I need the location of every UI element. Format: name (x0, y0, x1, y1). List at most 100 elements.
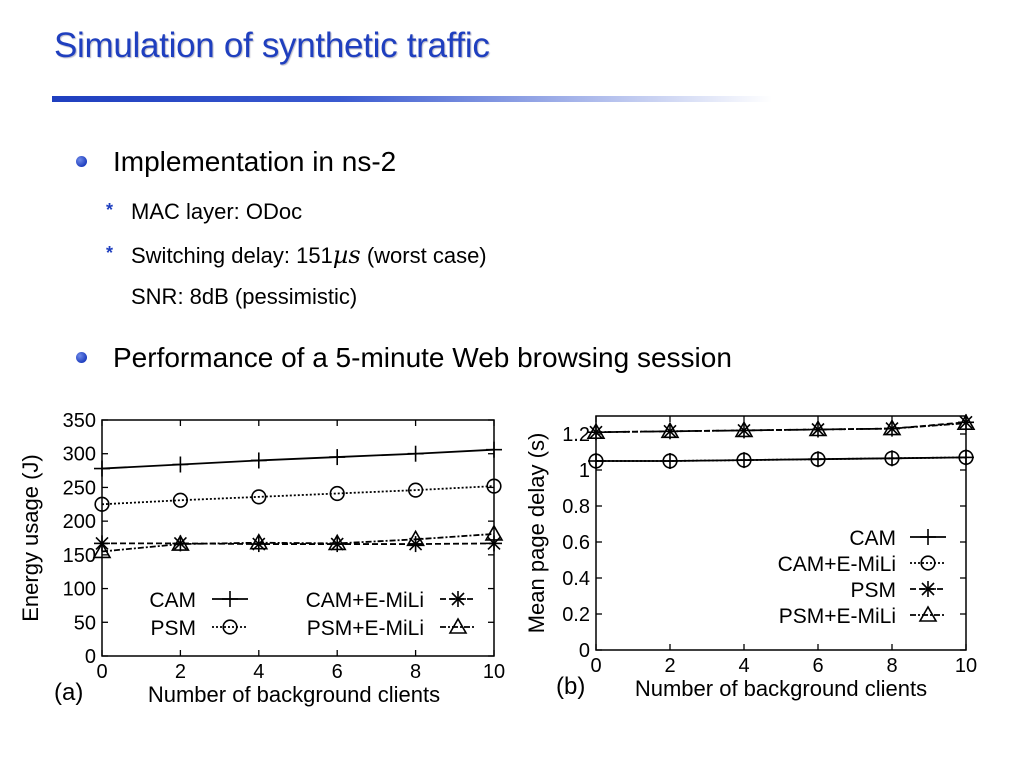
star-bullet-icon: * (106, 243, 114, 263)
data-point-psm-plus-e-mili (406, 529, 425, 547)
data-point-psm-plus-e-mili (92, 541, 112, 559)
y-tick-label: 0.2 (562, 604, 590, 626)
y-tick-label: 300 (63, 444, 96, 466)
y-axis-label: Mean page delay (s) (524, 433, 549, 634)
panel-label: (b) (556, 673, 585, 700)
legend-label: PSM+E-MiLi (779, 605, 896, 628)
y-tick-label: 100 (63, 579, 96, 601)
legend-label: CAM+E-MiLi (306, 589, 424, 612)
legend-entry-psm: PSM (850, 579, 946, 602)
legend-label: PSM (150, 617, 196, 640)
legend-marker-cam (920, 529, 936, 545)
legend-entry-cam-plus-e-mili: CAM+E-MiLi (306, 589, 476, 612)
x-tick-label: 6 (332, 661, 343, 683)
y-tick-label: 200 (63, 511, 96, 533)
subitem-snr: SNR: 8dB (pessimistic) (131, 284, 358, 309)
bullet-dot-icon (76, 352, 87, 363)
x-axis-label: Number of background clients (148, 682, 440, 707)
bullet-dot-icon (76, 156, 87, 167)
data-point-psm-plus-e-mili (660, 421, 680, 439)
legend-marker-cam-plus-e-mili (920, 555, 936, 571)
x-axis-label: Number of background clients (635, 676, 927, 701)
data-point-psm (486, 478, 502, 494)
star-bullet-icon: * (106, 200, 114, 220)
data-point-cam (329, 449, 346, 466)
y-tick-label: 350 (63, 410, 96, 432)
data-point-cam-plus-e-mili (884, 450, 900, 466)
data-point-cam (407, 445, 424, 462)
microsecond-unit: µs (332, 241, 361, 269)
data-point-psm-plus-e-mili (171, 534, 190, 551)
x-tick-label: 4 (253, 661, 264, 683)
series-line-psm (101, 485, 495, 506)
data-point-cam (250, 452, 267, 469)
y-tick-label: 150 (63, 545, 96, 567)
data-point-cam-plus-e-mili (810, 451, 826, 467)
x-tick-label: 0 (96, 661, 107, 683)
y-tick-label: 0 (579, 640, 590, 662)
y-tick-label: 0.4 (562, 568, 590, 590)
x-tick-label: 0 (590, 655, 601, 677)
x-tick-label: 2 (664, 655, 675, 677)
y-tick-label: 0.6 (562, 532, 590, 554)
legend-entry-cam: CAM (149, 589, 248, 612)
y-tick-label: 0 (85, 646, 96, 668)
data-point-psm-plus-e-mili (956, 413, 976, 431)
data-point-psm (958, 414, 974, 431)
legend-entry-psm: PSM (150, 617, 248, 640)
legend-marker-psm-plus-e-mili (918, 605, 938, 622)
y-tick-label: 0.8 (562, 496, 590, 518)
title-underline (52, 96, 772, 102)
data-point-psm (329, 485, 345, 502)
slide-title: Simulation of synthetic traffic (54, 26, 490, 65)
y-tick-label: 50 (74, 612, 96, 634)
data-point-psm (172, 492, 188, 508)
subitem-switching-delay: Switching delay: 151µs (worst case) (131, 241, 487, 269)
panel-label: (a) (54, 679, 83, 706)
legend-label: CAM (849, 527, 896, 550)
legend-entry-cam-plus-e-mili: CAM+E-MiLi (778, 553, 946, 576)
x-tick-label: 10 (955, 655, 977, 677)
data-point-cam (486, 441, 502, 458)
data-point-psm (408, 482, 424, 498)
series-line-cam (101, 448, 495, 470)
legend-entry-cam: CAM (849, 527, 946, 550)
plot-frame (595, 415, 967, 651)
y-axis-label: Energy usage (J) (18, 454, 43, 622)
y-tick-label: 250 (63, 477, 96, 499)
x-tick-label: 8 (410, 661, 421, 683)
worst-case-note: (worst case) (360, 243, 487, 268)
y-tick-label: 1.2 (562, 424, 590, 446)
data-point-psm-plus-e-mili (882, 418, 902, 436)
data-point-psm (94, 496, 110, 512)
data-point-psm (251, 489, 267, 505)
legend-marker-cam (222, 591, 238, 607)
data-point-cam (172, 456, 189, 473)
data-point-cam-plus-e-mili (736, 452, 752, 468)
bullet-implementation: Implementation in ns-2 (113, 146, 397, 177)
data-point-psm-plus-e-mili (734, 420, 754, 438)
y-tick-label: 1 (579, 460, 590, 482)
legend-marker-cam-plus-e-mili (450, 591, 466, 607)
series-line-psm-plus-e-mili (101, 533, 495, 553)
data-point-cam-plus-e-mili (958, 449, 974, 466)
series-line-cam-plus-e-mili (102, 542, 495, 545)
data-point-cam-plus-e-mili (662, 453, 678, 469)
legend-label: PSM+E-MiLi (307, 617, 424, 640)
series-line-cam-plus-e-mili (596, 456, 967, 462)
legend-marker-psm-plus-e-mili (448, 617, 468, 634)
data-point-cam-plus-e-mili (329, 536, 346, 553)
data-point-psm-plus-e-mili (249, 533, 269, 550)
legend-entry-psm-plus-e-mili: PSM+E-MiLi (307, 617, 476, 640)
data-point-psm-plus-e-mili (327, 533, 347, 551)
legend-entry-psm-plus-e-mili: PSM+E-MiLi (779, 605, 946, 628)
data-point-psm-plus-e-mili (484, 524, 504, 541)
data-point-cam-plus-e-mili (486, 535, 502, 552)
x-tick-label: 10 (483, 661, 505, 683)
legend-label: CAM+E-MiLi (778, 553, 896, 576)
data-point-cam-plus-e-mili (172, 535, 189, 552)
data-point-cam (94, 460, 110, 477)
switching-delay-label: Switching delay: 151 (131, 243, 333, 268)
